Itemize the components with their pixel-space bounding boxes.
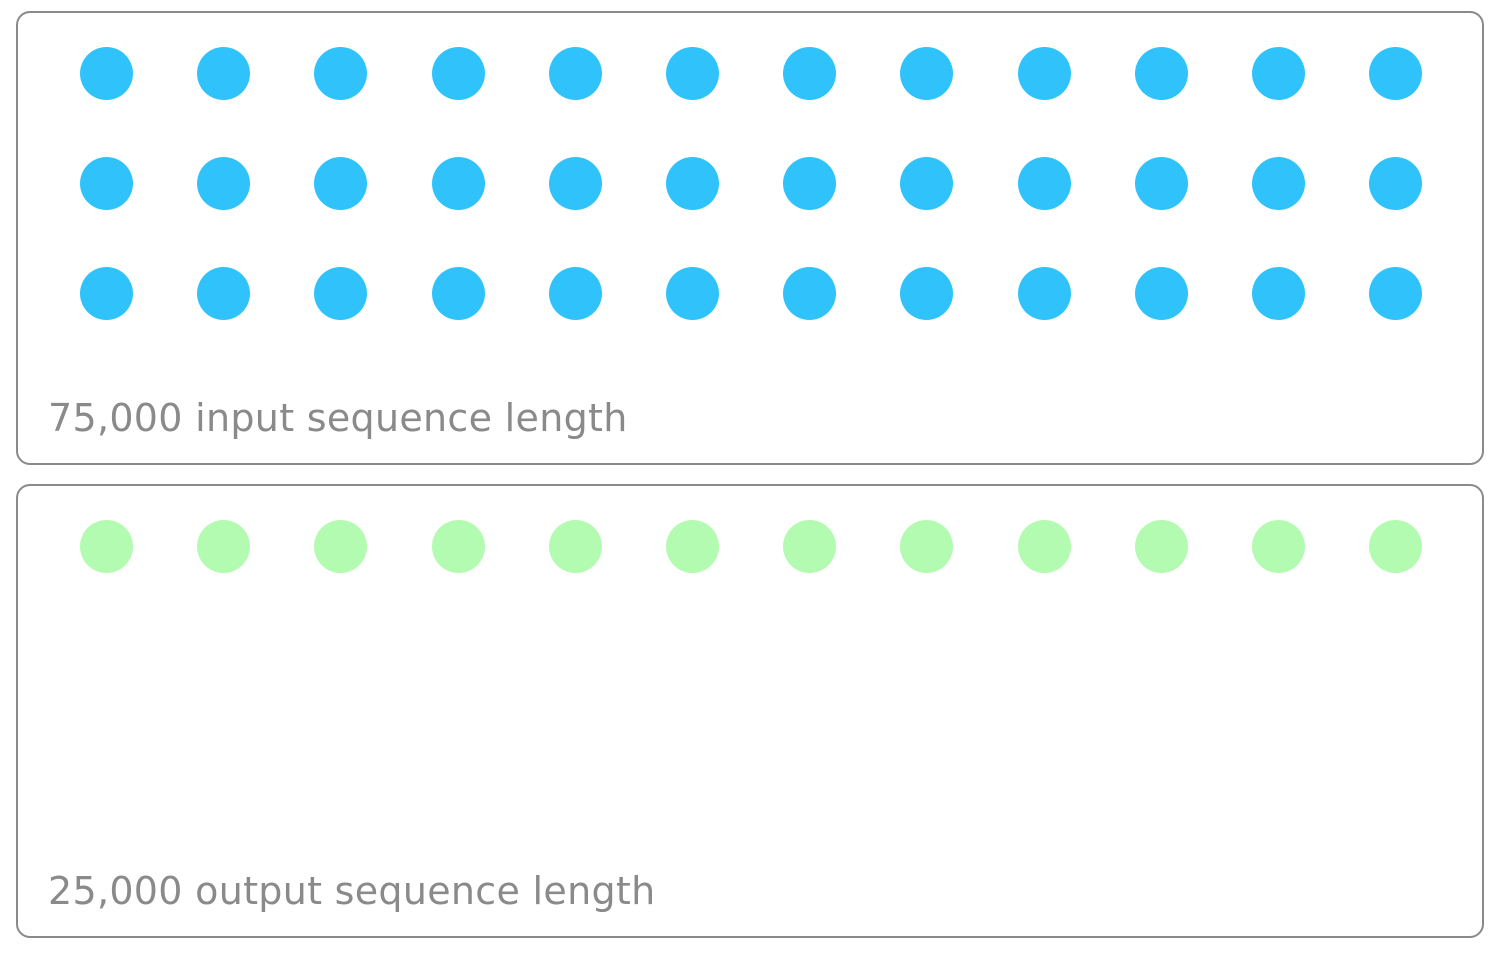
input-token-dot: [1369, 47, 1423, 100]
input-token-dot: [900, 47, 954, 100]
input-token-dot: [431, 267, 485, 320]
input-token-dot: [197, 47, 251, 100]
input-token-dot: [1369, 267, 1423, 320]
output-token-dot: [1369, 520, 1423, 573]
input-token-dot: [666, 157, 719, 210]
input-sequence-panel: 75,000 input sequence length: [16, 11, 1484, 465]
input-token-dot: [783, 267, 837, 320]
input-token-grid: [18, 13, 1482, 463]
input-token-dot: [666, 47, 719, 100]
input-token-dot: [1017, 157, 1071, 210]
output-token-dot: [548, 520, 602, 573]
input-token-dot: [1134, 157, 1188, 210]
input-token-dot: [1134, 47, 1188, 100]
output-sequence-panel: 25,000 output sequence length: [16, 484, 1484, 938]
input-token-dot: [666, 267, 719, 320]
input-token-dot: [1017, 47, 1071, 100]
input-token-dot: [314, 157, 368, 210]
input-token-dot: [783, 47, 837, 100]
output-token-dot: [1134, 520, 1188, 573]
input-token-dot: [1017, 267, 1071, 320]
output-token-dot: [900, 520, 954, 573]
input-token-dot: [548, 267, 602, 320]
input-token-dot: [431, 157, 485, 210]
input-token-dot: [783, 157, 837, 210]
input-token-dot: [1134, 267, 1188, 320]
output-token-dot: [431, 520, 485, 573]
input-token-dot: [80, 157, 133, 210]
output-token-dot: [80, 520, 133, 573]
input-token-dot: [900, 157, 954, 210]
input-sequence-caption: 75,000 input sequence length: [48, 396, 628, 440]
input-token-dot: [431, 47, 485, 100]
input-token-dot: [314, 267, 368, 320]
output-sequence-caption: 25,000 output sequence length: [48, 869, 656, 913]
input-token-dot: [1252, 267, 1305, 320]
input-token-dot: [80, 267, 133, 320]
output-token-dot: [1017, 520, 1071, 573]
input-token-dot: [900, 267, 954, 320]
input-token-dot: [1369, 157, 1423, 210]
output-token-grid: [18, 486, 1482, 936]
input-token-dot: [314, 47, 368, 100]
input-token-dot: [80, 47, 133, 100]
input-token-dot: [197, 157, 251, 210]
input-token-dot: [197, 267, 251, 320]
input-token-dot: [1252, 47, 1305, 100]
output-token-dot: [1252, 520, 1305, 573]
input-token-dot: [548, 47, 602, 100]
input-token-dot: [548, 157, 602, 210]
output-token-dot: [783, 520, 837, 573]
output-token-dot: [197, 520, 251, 573]
output-token-dot: [314, 520, 368, 573]
output-token-dot: [666, 520, 719, 573]
input-token-dot: [1252, 157, 1305, 210]
